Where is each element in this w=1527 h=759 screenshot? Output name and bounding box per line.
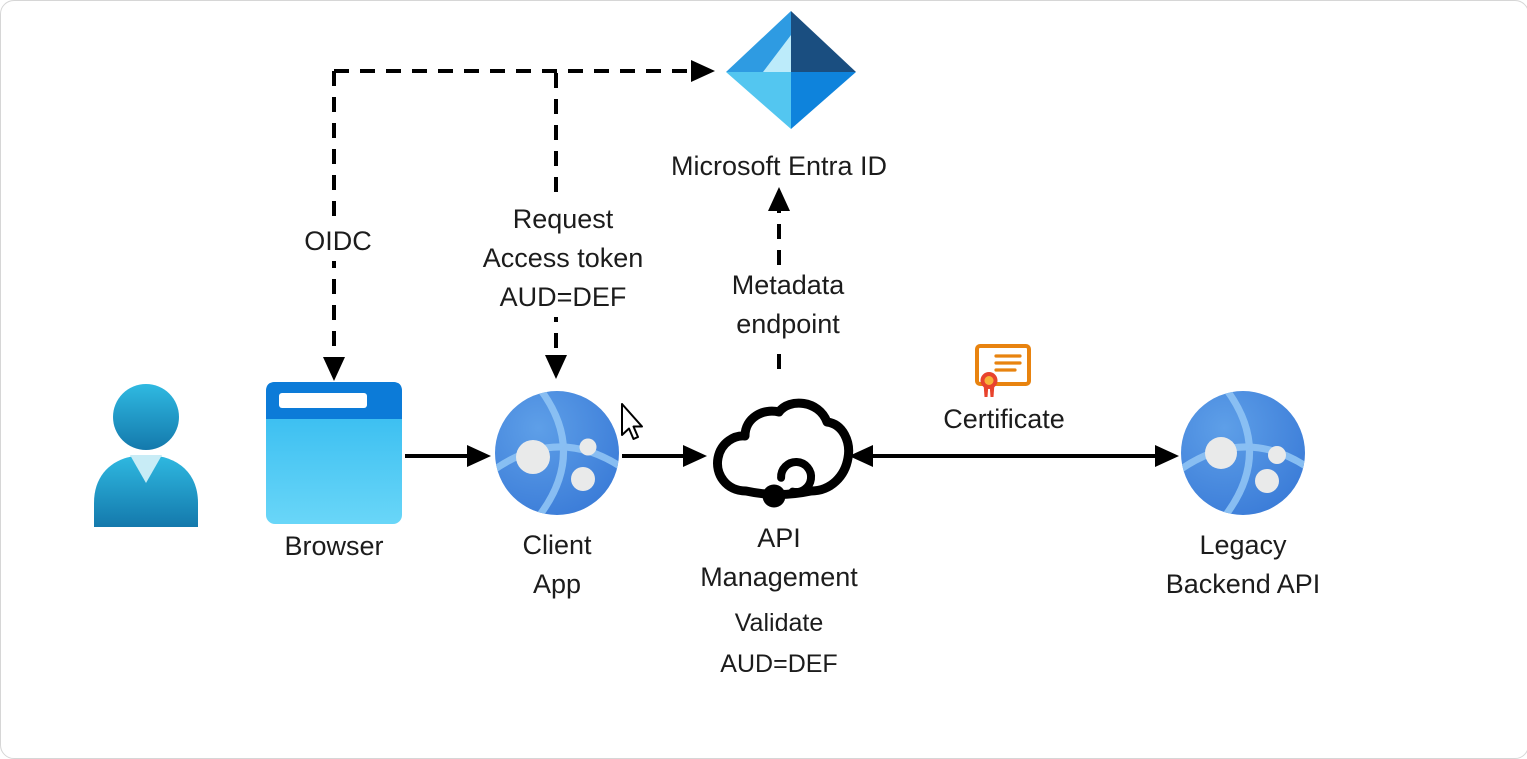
node-label-api-management: API Management: [700, 519, 858, 597]
entra-id-icon: [726, 11, 856, 131]
node-label-entra-id: Microsoft Entra ID: [670, 151, 888, 181]
mouse-cursor: [621, 403, 645, 441]
edge-label-request-line3: AUD=DEF: [499, 282, 627, 312]
edge-label-request-token: Request Access token AUD=DEF: [474, 200, 652, 317]
arrowhead-to-entra-metadata: [768, 187, 790, 211]
node-label-legacy-backend: Legacy Backend API: [1166, 526, 1321, 604]
browser-icon: [266, 382, 402, 524]
edge-label-metadata-endpoint: Metadata endpoint: [723, 266, 853, 344]
node-sublabel-api-management-validate: Validate AUD=DEF: [720, 603, 837, 685]
node-label-legacy-line2: Backend API: [1165, 569, 1321, 599]
client-app-globe-icon: [495, 391, 619, 515]
node-label-api-management-line2: Management: [700, 562, 858, 592]
arrowhead-legacy-to-apim: [849, 445, 873, 467]
node-label-client-app-line2: App: [532, 569, 582, 599]
node-label-legacy-line1: Legacy: [1199, 530, 1287, 560]
arrowhead-to-client: [545, 355, 567, 379]
arrowhead-to-entra: [691, 60, 715, 82]
node-sublabel-validate-line1: Validate: [734, 609, 824, 637]
arrowhead-apim-to-legacy: [1155, 445, 1179, 467]
node-label-api-management-line1: API: [757, 523, 801, 553]
edge-label-request-line2: Access token: [482, 243, 644, 273]
edge-label-oidc: OIDC: [296, 222, 380, 261]
arrowhead-browser-client: [467, 445, 491, 467]
node-label-client-app-line1: Client: [522, 530, 592, 560]
api-management-cloud-icon: [706, 389, 854, 519]
certificate-icon: [974, 343, 1032, 400]
edge-label-request-line1: Request: [512, 204, 614, 234]
node-label-client-app: Client App: [522, 526, 591, 604]
edge-label-metadata-line1: Metadata: [731, 270, 845, 300]
node-label-browser: Browser: [284, 531, 384, 561]
node-sublabel-validate-line2: AUD=DEF: [720, 650, 838, 678]
arrowhead-client-apim: [683, 445, 707, 467]
legacy-backend-globe-icon: [1181, 391, 1305, 515]
arrowhead-to-browser: [323, 357, 345, 381]
user-icon: [79, 381, 213, 527]
edge-label-certificate: Certificate: [943, 404, 1065, 434]
edge-label-metadata-line2: endpoint: [736, 309, 840, 339]
